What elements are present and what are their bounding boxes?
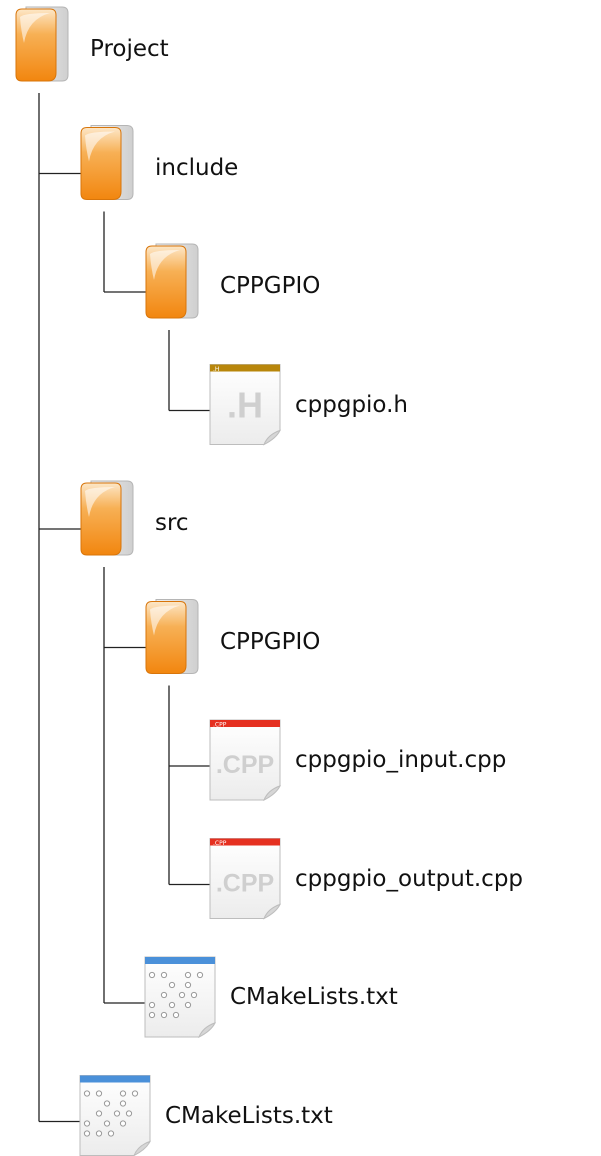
cpp-file-icon: .CPP .CPP	[209, 719, 281, 802]
folder-icon	[15, 6, 69, 82]
tree-nodes: .H .H .CPP .CPP .CPP .CPP	[15, 6, 281, 1156]
file-label: CMakeLists.txt	[230, 984, 398, 1010]
folder-icon	[145, 599, 199, 674]
folder-icon	[80, 125, 134, 200]
folder-label: src	[155, 510, 189, 536]
folder-label: include	[155, 154, 239, 181]
folder-icon	[80, 480, 134, 556]
folder-label: CPPGPIO	[220, 273, 321, 299]
file-label: cppgpio_output.cpp	[295, 865, 524, 892]
file-type-text: .H	[227, 385, 263, 426]
file-badge-text: .CPP	[213, 840, 227, 847]
file-badge-text: .H	[213, 366, 219, 373]
text-file-icon	[79, 1075, 151, 1156]
file-label: cppgpio_input.cpp	[295, 747, 507, 773]
folder-label: CPPGPIO	[220, 628, 321, 655]
file-badge-text: .CPP	[213, 722, 227, 729]
file-label: CMakeLists.txt	[165, 1102, 333, 1129]
folder-icon	[145, 243, 199, 319]
folder-label: Project	[90, 36, 169, 62]
tree-connectors	[38, 93, 215, 1123]
cpp-file-icon: .CPP .CPP	[209, 838, 281, 920]
text-file-icon	[144, 956, 216, 1039]
file-type-text: .CPP	[216, 870, 274, 898]
file-type-text: .CPP	[216, 751, 274, 779]
h-file-icon: .H .H	[209, 364, 281, 446]
file-label: cppgpio.h	[295, 391, 408, 418]
